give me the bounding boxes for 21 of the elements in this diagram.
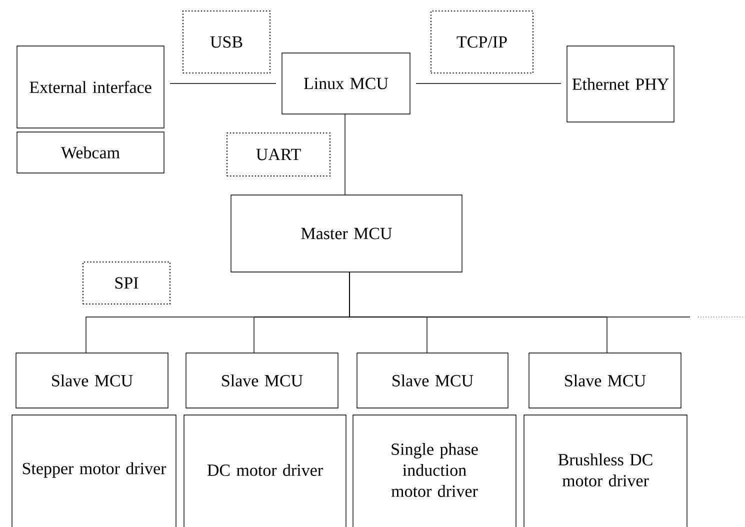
- driver-box: Stepper motor driver: [12, 414, 176, 527]
- driver-box: DC motor driver: [184, 414, 346, 527]
- driver-box: Brushless DC motor driver: [524, 414, 688, 527]
- mcu-box: Master MCU: [230, 194, 462, 272]
- driver-box: Single phase induction motor driver: [352, 414, 516, 527]
- slave-box: Slave MCU: [528, 352, 682, 408]
- edge-label: UART: [226, 132, 331, 177]
- slave-box: Slave MCU: [356, 352, 508, 408]
- bus-label: SPI: [82, 261, 171, 305]
- connector-line: [170, 83, 276, 84]
- slave-box: Slave MCU: [186, 352, 338, 408]
- edge-label: TCP/IP: [430, 10, 534, 74]
- edge-label: USB: [182, 10, 271, 74]
- connector-line: [349, 272, 745, 318]
- mcu-box: Linux MCU: [282, 52, 410, 114]
- interface-box: External interface: [16, 46, 164, 128]
- connector-line: [416, 83, 562, 84]
- slave-box: Slave MCU: [16, 352, 168, 408]
- webcam-box: Webcam: [16, 132, 164, 174]
- phy-box: Ethernet PHY: [566, 46, 674, 122]
- connector-line: [344, 114, 346, 196]
